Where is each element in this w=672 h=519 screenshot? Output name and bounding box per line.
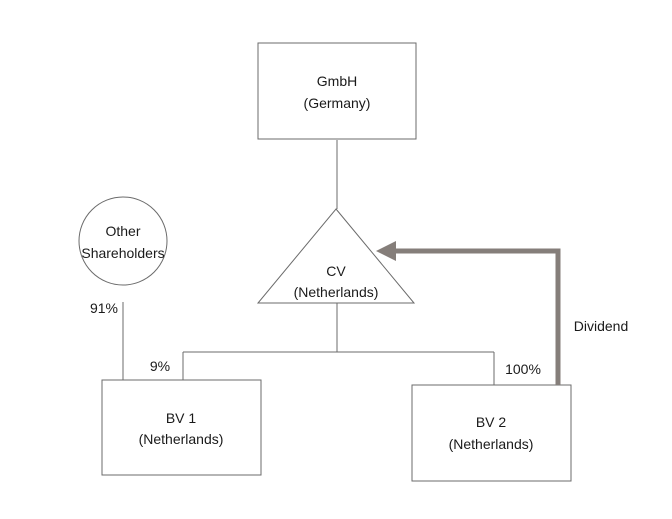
bv2-node — [411, 384, 572, 482]
cv-name: CV — [326, 263, 346, 279]
ownership-label-cv-to-bv1: 9% — [150, 358, 170, 374]
bv1-node — [101, 379, 262, 476]
dividend-label: Dividend — [574, 318, 628, 334]
bv1-country: (Netherlands) — [139, 431, 224, 447]
gmbh-node — [257, 42, 417, 140]
cv-node — [256, 208, 416, 304]
bv2-name: BV 2 — [476, 414, 507, 430]
bv1-name: BV 1 — [166, 410, 197, 426]
dividend-arrow — [376, 241, 561, 385]
cv-country: (Netherlands) — [294, 284, 379, 300]
other-shareholders-line2: Shareholders — [81, 245, 164, 261]
ownership-label-cv-to-bv2: 100% — [505, 361, 541, 377]
gmbh-country: (Germany) — [304, 95, 371, 111]
bv2-country: (Netherlands) — [449, 436, 534, 452]
gmbh-name: GmbH — [317, 73, 357, 89]
ownership-label-other-to-bv1: 91% — [90, 300, 118, 316]
other-shareholders-node — [78, 196, 168, 286]
other-shareholders-line1: Other — [105, 223, 140, 239]
